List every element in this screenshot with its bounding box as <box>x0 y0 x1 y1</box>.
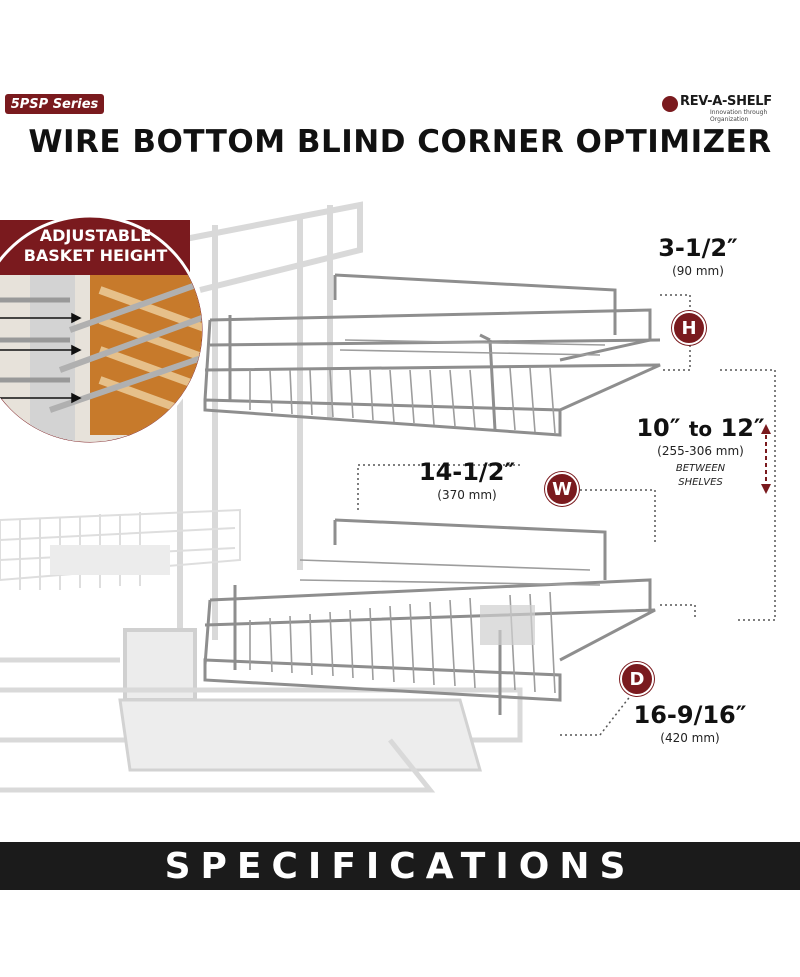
ghost-basket <box>0 508 241 590</box>
spacing-max: 12″ <box>720 414 765 442</box>
spacing-dimension: 10″ to 12″ (255-306 mm) BETWEEN SHELVES <box>628 414 773 490</box>
upper-wire-basket <box>203 273 661 437</box>
width-marker: W <box>545 472 579 506</box>
brand-name: REV-A-SHELF <box>680 94 772 109</box>
adjustable-height-callout <box>0 214 206 446</box>
brand-logo: REV-A-SHELF Innovation through Organizat… <box>662 94 792 123</box>
callout-label-line2: BASKET HEIGHT <box>23 246 168 265</box>
depth-metric: (420 mm) <box>660 731 720 745</box>
spacing-note-line1: BETWEEN <box>675 463 726 474</box>
callout-label: ADJUSTABLE BASKET HEIGHT <box>8 226 183 266</box>
callout-label-line1: ADJUSTABLE <box>39 226 152 245</box>
height-marker: H <box>672 311 706 345</box>
lower-wire-basket <box>203 518 656 715</box>
ghost-cabinet-frame <box>0 201 523 793</box>
footer-banner: SPECIFICATIONS <box>0 842 800 890</box>
height-value: 3-1/2″ <box>658 234 738 262</box>
footer-label: SPECIFICATIONS <box>164 845 636 887</box>
width-metric: (370 mm) <box>437 488 497 502</box>
brand-emblem-icon <box>662 96 678 112</box>
height-metric: (90 mm) <box>672 264 724 278</box>
width-dimension: 14-1/2″ (370 mm) <box>402 458 532 502</box>
dimension-leaders <box>357 294 776 736</box>
depth-marker: D <box>620 662 654 696</box>
spacing-min: 10″ <box>636 414 681 442</box>
series-badge: 5PSP Series <box>5 94 104 114</box>
depth-dimension: 16-9/16″ (420 mm) <box>620 701 760 745</box>
spacing-note-line2: SHELVES <box>678 477 723 488</box>
brand-tagline: Innovation through Organization <box>710 109 768 123</box>
page-title: WIRE BOTTOM BLIND CORNER OPTIMIZER <box>28 124 772 160</box>
callout-arrows <box>0 312 82 404</box>
depth-value: 16-9/16″ <box>633 701 747 729</box>
width-value: 14-1/2″ <box>418 458 516 486</box>
spacing-arrow <box>761 424 771 494</box>
height-dimension: 3-1/2″ (90 mm) <box>638 234 758 278</box>
spacing-metric: (255-306 mm) <box>657 444 744 458</box>
spacing-to: to <box>688 417 713 441</box>
